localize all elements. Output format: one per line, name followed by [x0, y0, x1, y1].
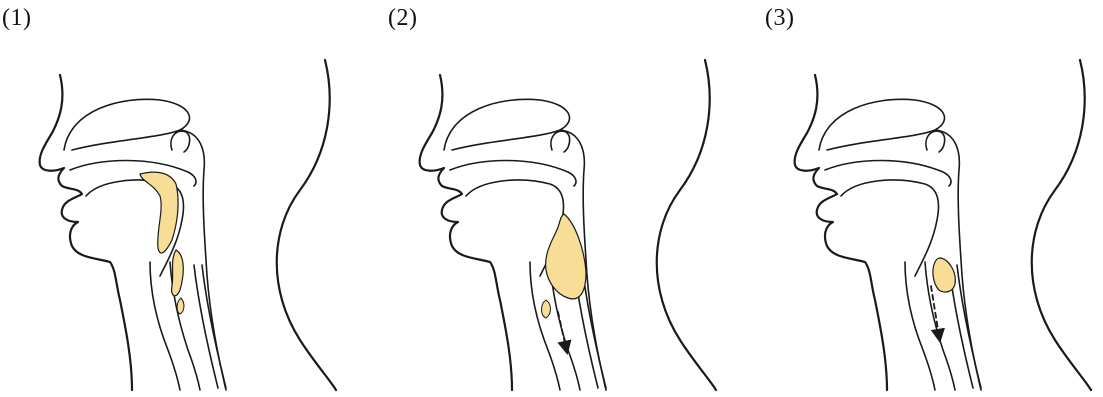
bolus-drop-1 [177, 298, 184, 314]
body-curve-1 [277, 60, 336, 390]
bolus-2 [546, 214, 586, 299]
panel-3 [795, 60, 1091, 390]
head-outline-3 [795, 75, 981, 390]
head-outline-2 [420, 75, 606, 390]
bolus-drop-2 [542, 300, 551, 318]
head-outline-1 [40, 75, 226, 390]
bolus-1 [140, 172, 178, 253]
body-curve-2 [657, 60, 716, 390]
body-curve-3 [1032, 60, 1091, 390]
bolus-3 [933, 258, 955, 292]
panel-1 [40, 60, 336, 390]
flow-arrow-2 [558, 312, 566, 348]
bolus-trail-1 [172, 250, 184, 296]
panel-2 [420, 60, 716, 390]
